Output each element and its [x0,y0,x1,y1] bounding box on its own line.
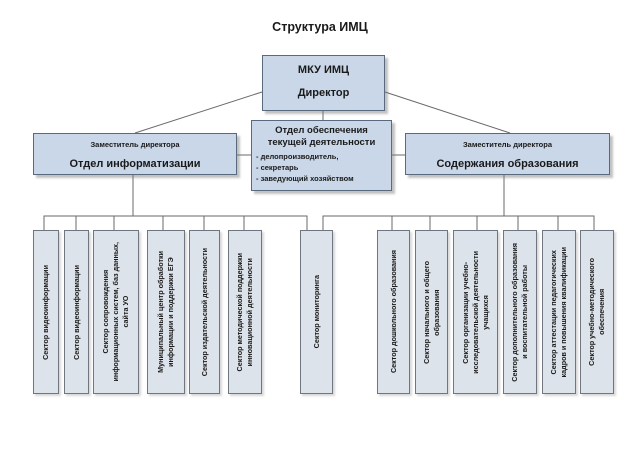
sector-label: Сектор методической поддержки инновацион… [235,252,254,372]
sector-box: Сектор начального и общего образования [415,230,448,394]
director-org-name: МКУ ИМЦ [297,64,350,76]
sector-label: Сектор видеоинформации [71,264,81,360]
sector-label: Сектор учебно-методического обеспечения [587,258,606,366]
sector-label: Сектор издательской деятельности [199,247,209,377]
support-department-box: Отдел обеспечения текущей деятельности -… [251,120,392,191]
sector-box: Сектор издательской деятельности [189,230,220,394]
staff-item: - заведующий хозяйством [256,174,354,183]
sector-box: Сектор аттестации педагогических кадров … [542,230,576,394]
sector-box: Сектор дополнительного образования и вос… [503,230,537,394]
sector-label: Сектор сопровождения информационных сист… [101,242,130,382]
director-role: Директор [297,87,350,99]
sector-label: Сектор организации учебно- исследователь… [460,250,490,374]
deputy-right-subtitle: Заместитель директора [462,140,553,149]
monitoring-sector-box: Сектор мониторинга [300,230,333,394]
sector-label: Муниципальный центр обработки информации… [156,251,175,373]
support-department-title: Отдел обеспечения текущей деятельности [252,125,391,149]
connector-director-left [134,91,263,134]
support-title-line1: Отдел обеспечения [275,125,368,136]
sector-label: Сектор дополнительного образования и вос… [510,242,529,382]
sector-box: Сектор дошкольного образования [377,230,410,394]
connector-left-bus [43,215,308,230]
sector-label: Сектор аттестации педагогических кадров … [549,246,568,378]
support-title-line2: текущей деятельности [267,137,376,148]
sector-box: Муниципальный центр обработки информации… [147,230,185,394]
sector-label: Сектор начального и общего образования [421,260,441,364]
deputy-right-title: Содержания образования [436,158,579,170]
sector-label: Сектор видеоинформации [41,264,50,360]
sector-box: Сектор учебно-методического обеспечения [580,230,614,394]
sector-box: Сектор видеоинформации [33,230,59,394]
support-staff-list: - делопроизводитель, - секретарь - завед… [256,151,391,184]
connector-director-right [384,91,511,134]
sector-label: Сектор мониторинга [311,275,321,349]
deputy-education-box: Заместитель директора Содержания образов… [405,133,610,175]
staff-item: - секретарь [256,163,299,172]
sector-box: Сектор сопровождения информационных сист… [93,230,139,394]
sector-box: Сектор организации учебно- исследователь… [453,230,498,394]
director-box: МКУ ИМЦ Директор [262,55,385,111]
sector-box: Сектор методической поддержки инновацион… [228,230,262,394]
deputy-left-title: Отдел информатизации [69,158,201,170]
deputy-informatization-box: Заместитель директора Отдел информатизац… [33,133,237,175]
diagram-title: Структура ИМЦ [272,20,368,34]
sector-box: Сектор видеоинформации [64,230,89,394]
sector-label: Сектор дошкольного образования [388,250,398,374]
connector-right-bus [322,215,595,230]
deputy-left-subtitle: Заместитель директора [90,140,180,149]
staff-item: - делопроизводитель, [256,152,339,161]
